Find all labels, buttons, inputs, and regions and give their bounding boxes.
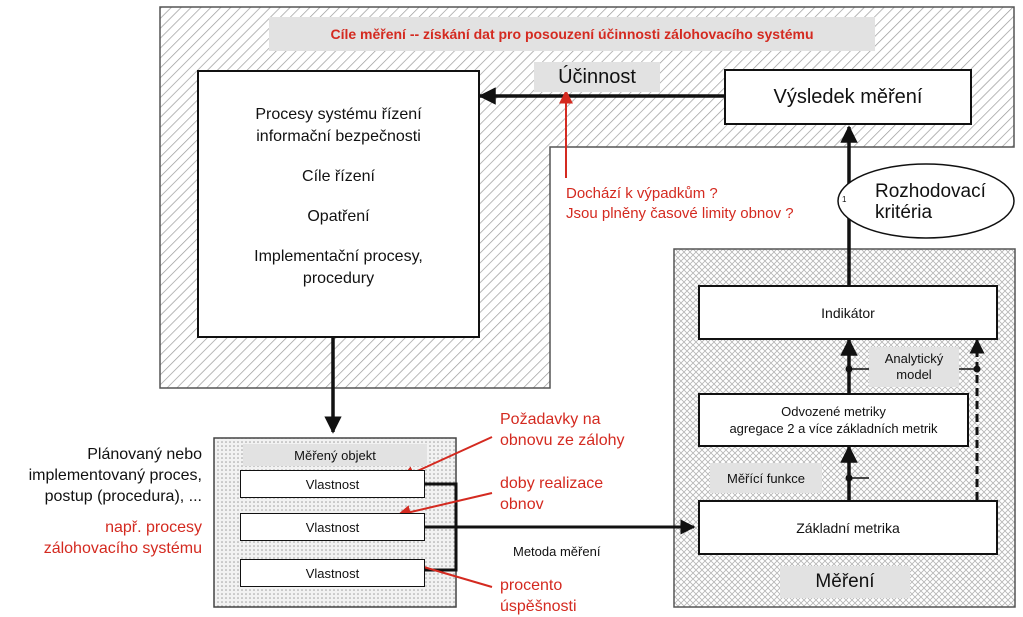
property-box: Vlastnost xyxy=(240,513,425,541)
measured-object-text: Měřený objekt xyxy=(294,447,376,463)
property-label: Vlastnost xyxy=(305,565,360,581)
effectiveness-text: Účinnost xyxy=(558,65,636,88)
time-line-1: doby realizace xyxy=(500,475,604,492)
property-label: Vlastnost xyxy=(305,476,360,492)
left-red-1: např. procesy xyxy=(105,519,202,536)
requirements-annotation: Požadavky na obnovu ze zálohy xyxy=(500,409,625,451)
analytic-line-2: model xyxy=(896,367,932,382)
isms-box: Procesy systému řízení informační bezpeč… xyxy=(197,70,480,338)
goals-title: Cíle měření -- získání dat pro posouzení… xyxy=(330,26,814,42)
left-line-1: Plánovaný nebo xyxy=(87,446,202,463)
property-label: Vlastnost xyxy=(305,519,360,535)
measurement-label: Měření xyxy=(780,566,910,598)
isms-measures: Opatření xyxy=(307,208,370,225)
pct-line-2: úspěšnosti xyxy=(500,598,577,615)
property-box: Vlastnost xyxy=(240,559,425,587)
effectiveness-label: Účinnost xyxy=(534,62,660,92)
measuring-function-text: Měřící funkce xyxy=(726,470,806,486)
time-line-2: obnov xyxy=(500,496,544,513)
indicator-box: Indikátor xyxy=(698,285,998,340)
measurement-text: Měření xyxy=(815,571,875,592)
success-rate-annotation: procento úspěšnosti xyxy=(500,575,577,617)
req-line-1: Požadavky na xyxy=(500,411,601,428)
decision-ellipse xyxy=(837,163,1015,239)
indicator-text: Indikátor xyxy=(821,304,875,321)
req-line-2: obnovu ze zálohy xyxy=(500,432,625,449)
isms-impl-1: Implementační procesy, xyxy=(254,248,423,265)
question-outages: Dochází k výpadkům ? xyxy=(566,185,718,202)
base-metric-box: Základní metrika xyxy=(698,500,998,555)
isms-line-1: Procesy systému řízení xyxy=(255,106,422,123)
measuring-function-label: Měřící funkce xyxy=(710,463,822,493)
analytic-model-label: Analytický model xyxy=(869,347,959,387)
decision-line-2: kritéria xyxy=(875,202,933,223)
decision-line-1: Rozhodovací xyxy=(875,181,986,202)
isms-control-goals: Cíle řízení xyxy=(302,168,375,185)
isms-title: Procesy systému řízení informační bezpeč… xyxy=(199,104,478,148)
questions: Dochází k výpadkům ? Jsou plněny časové … xyxy=(566,184,794,224)
derived-line-1: Odvozené metriky xyxy=(781,404,886,419)
isms-impl: Implementační procesy, procedury xyxy=(199,246,478,290)
property-box: Vlastnost xyxy=(240,470,425,498)
measured-object-label: Měřený objekt xyxy=(243,444,427,466)
isms-line-2: informační bezpečnosti xyxy=(256,128,421,145)
derived-metrics-box: Odvozené metriky agregace 2 a více zákla… xyxy=(698,393,969,447)
base-metric-text: Základní metrika xyxy=(796,519,900,536)
analytic-line-1: Analytický xyxy=(884,351,944,366)
decision-marker: 1 xyxy=(842,195,847,204)
result-text: Výsledek měření xyxy=(773,85,923,108)
left-line-2: implementovaný proces, xyxy=(28,467,202,484)
goals-title-bar: Cíle měření -- získání dat pro posouzení… xyxy=(269,17,875,51)
method-label: Metoda měření xyxy=(513,544,601,559)
decision-criteria: Rozhodovací kritéria xyxy=(875,181,986,223)
question-time-limits: Jsou plněny časové limity obnov ? xyxy=(566,205,794,222)
result-box: Výsledek měření xyxy=(724,69,972,125)
left-red-2: zálohovacího systému xyxy=(43,540,202,557)
restore-time-annotation: doby realizace obnov xyxy=(500,473,603,515)
pct-line-1: procento xyxy=(500,577,563,594)
left-line-3: postup (procedura), ... xyxy=(44,488,202,505)
isms-impl-2: procedury xyxy=(302,270,375,287)
planned-process-text: Plánovaný nebo implementovaný proces, po… xyxy=(0,444,202,559)
derived-line-2: agregace 2 a více základních metrik xyxy=(729,421,938,436)
